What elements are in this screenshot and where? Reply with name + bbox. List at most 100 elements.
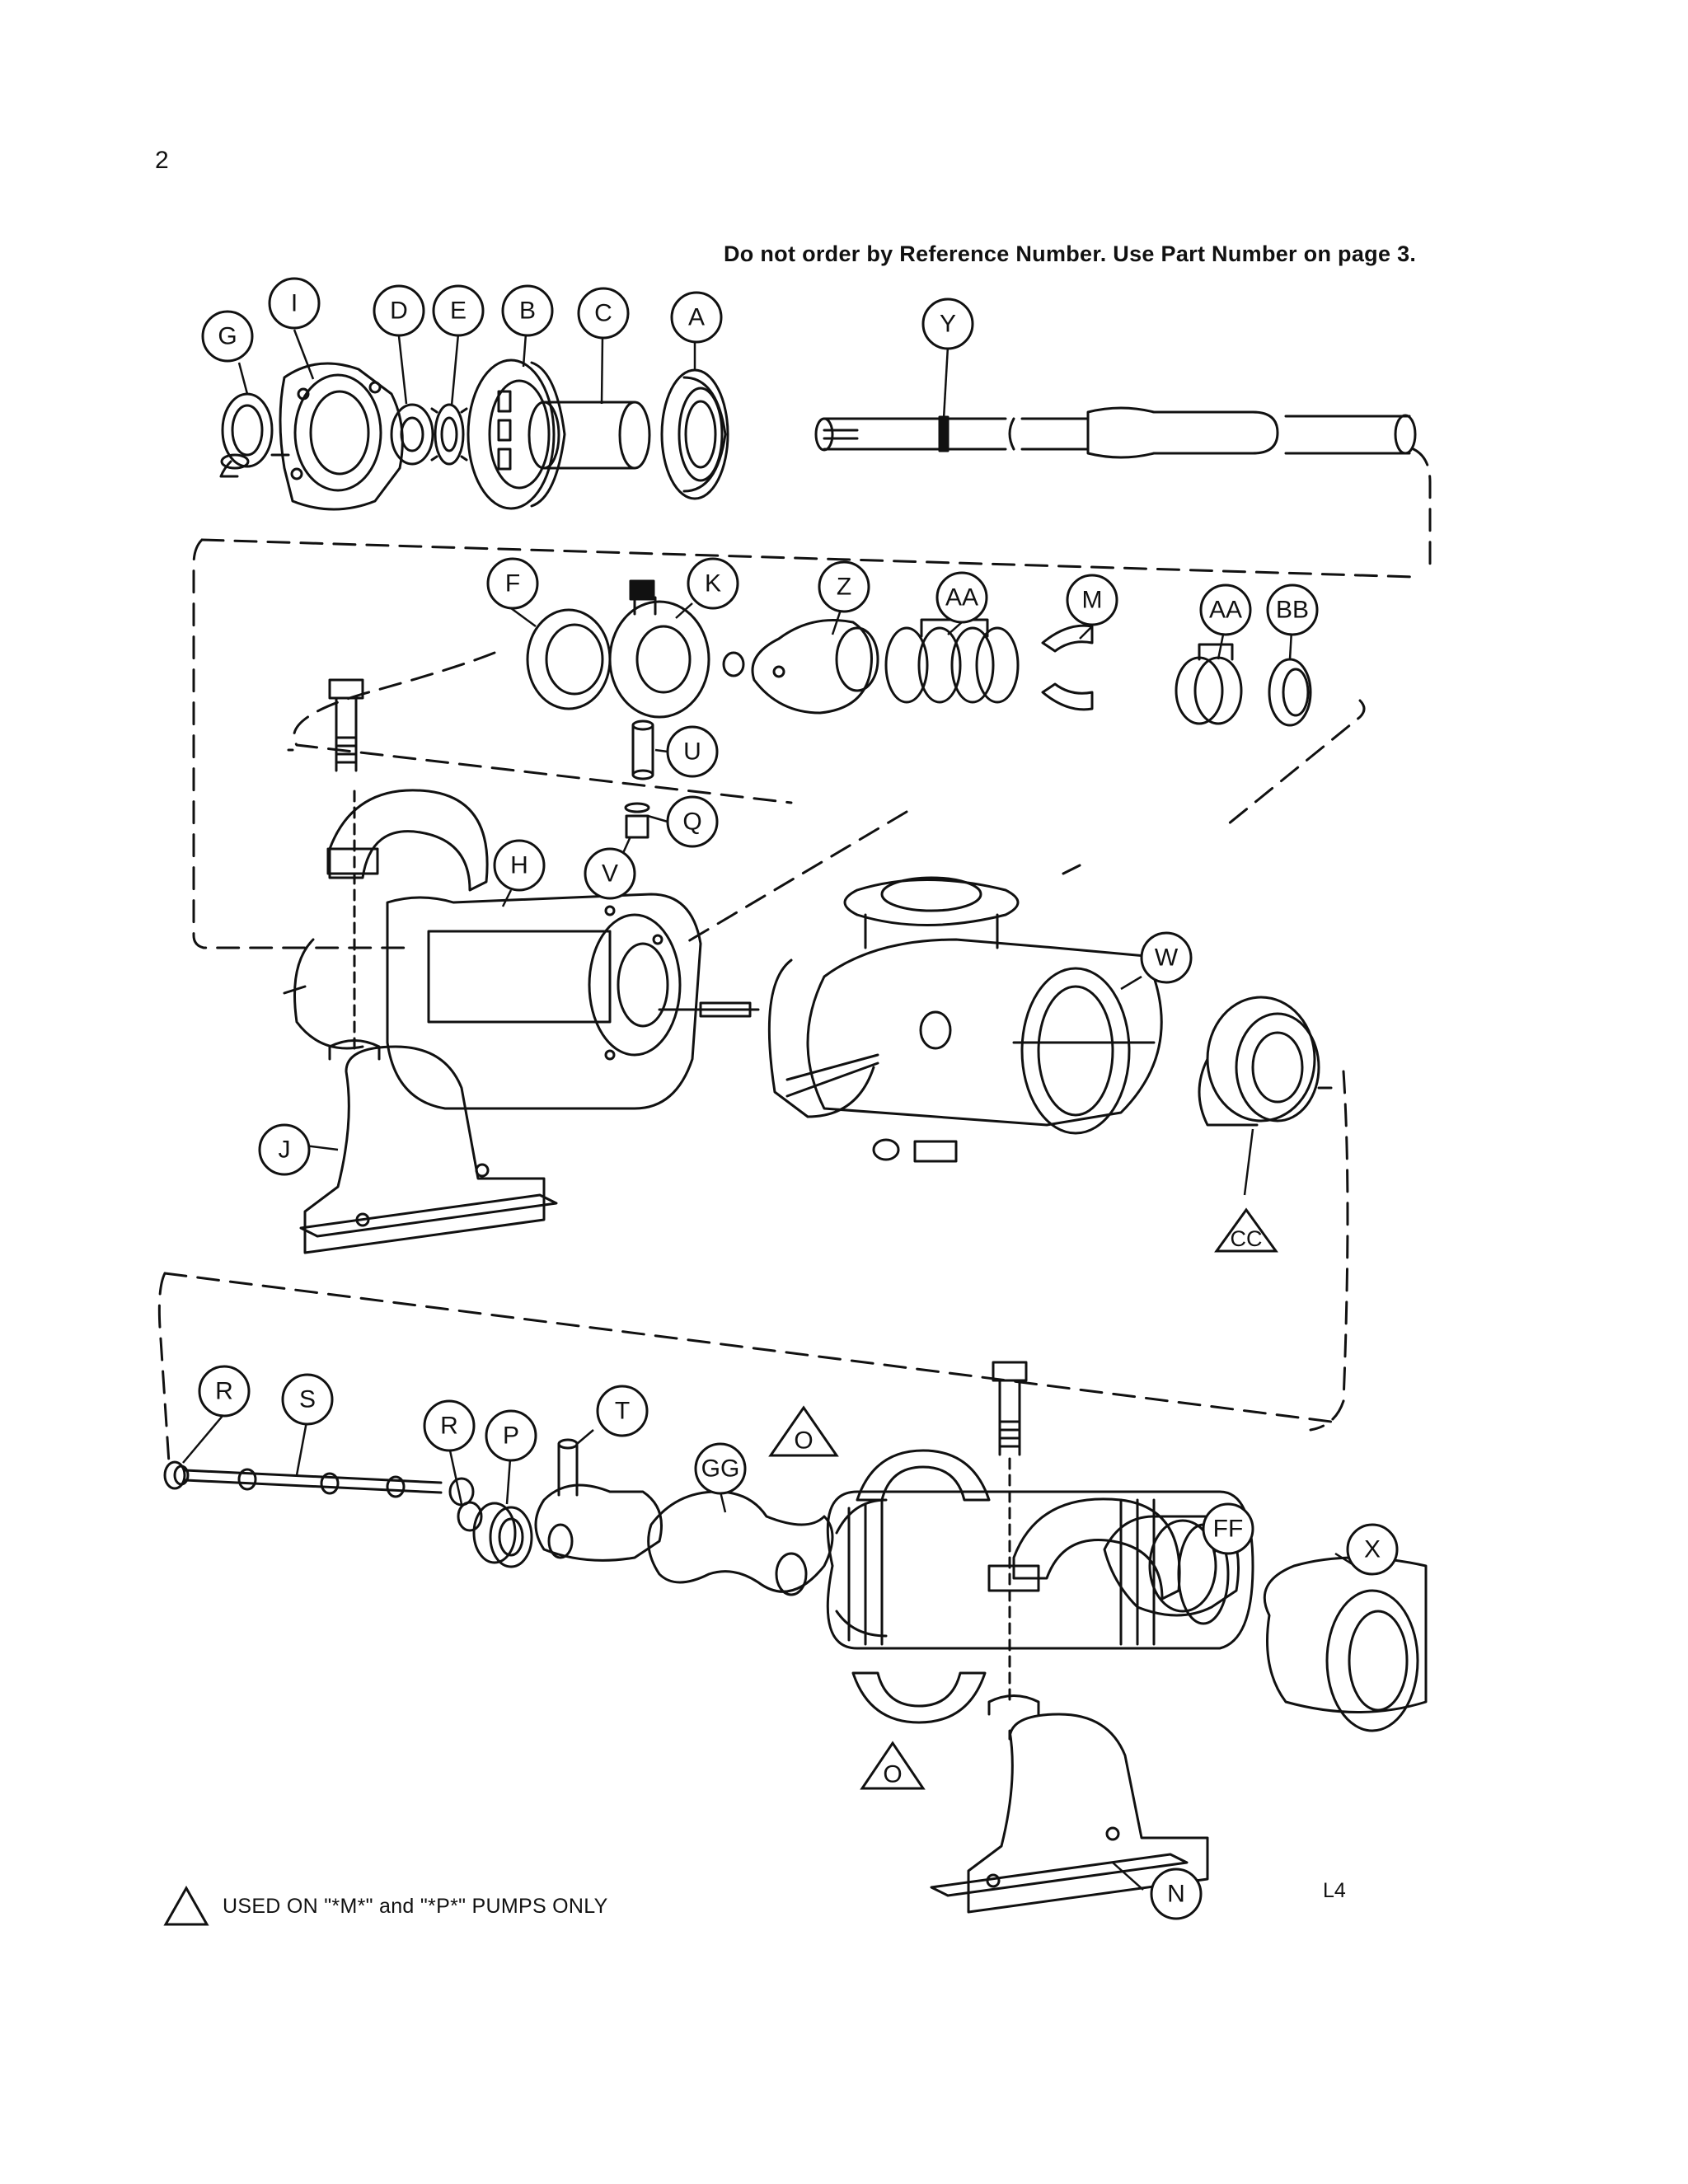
bearing-cover-i-part [270, 362, 404, 511]
svg-text:X: X [1364, 1536, 1381, 1563]
svg-text:FF: FF [1213, 1516, 1244, 1543]
bearing-pedestal-j-part [299, 790, 558, 1254]
callout-n: N [1150, 1868, 1203, 1920]
seal-g-part [219, 392, 274, 478]
footnote-text: USED ON "*M*" and "*P*" PUMPS ONLY [223, 1894, 608, 1918]
callout-e: E [432, 284, 485, 337]
drive-rod-s-part [184, 1468, 475, 1507]
triangle-callouts: CC O O [768, 1207, 1278, 1790]
callout-i: I [268, 277, 321, 330]
locknut-d-part [390, 403, 434, 466]
bearing-pedestal-n-part [930, 1694, 1209, 1914]
lantern-ring-m-part [1041, 624, 1094, 711]
collar-p-part [472, 1502, 533, 1568]
svg-text:C: C [594, 300, 612, 327]
callout-aa-2: AA [1199, 583, 1252, 636]
footnote: USED ON "*M*" and "*P*" PUMPS ONLY [163, 1886, 608, 1927]
order-note: Do not order by Reference Number. Use Pa… [724, 241, 1417, 266]
svg-text:T: T [615, 1398, 630, 1425]
clamp-top-o-part [856, 1449, 991, 1502]
triangle-callout-o-bottom: O [860, 1741, 926, 1790]
svg-text:BB: BB [1276, 597, 1309, 624]
svg-text:V: V [602, 860, 618, 888]
svg-text:R: R [215, 1378, 233, 1405]
callout-s: S [281, 1373, 334, 1426]
svg-text:A: A [688, 304, 705, 331]
callout-ff: FF [1202, 1502, 1254, 1555]
nut-r-part [163, 1460, 190, 1490]
collar-k-part [608, 579, 745, 719]
triangle-legend-icon [163, 1886, 209, 1926]
svg-text:GG: GG [701, 1455, 740, 1483]
svg-text:G: G [218, 323, 237, 350]
svg-text:R: R [440, 1413, 458, 1440]
callout-g: G [201, 310, 254, 363]
svg-text:J: J [279, 1137, 291, 1164]
packing-rings-aa2-part [1175, 643, 1243, 725]
bearing-frame-h-part [283, 893, 760, 1110]
plug-cc-part [1198, 996, 1333, 1127]
callout-z: Z [818, 560, 870, 613]
callout-gg: GG [694, 1442, 747, 1495]
rotor-gg-part [647, 1490, 834, 1596]
callout-x: X [1346, 1523, 1399, 1576]
callout-k: K [687, 557, 739, 610]
end-cap-x-part [1263, 1556, 1428, 1732]
callout-bb: BB [1266, 583, 1319, 636]
callout-q: Q [666, 795, 719, 848]
svg-text:H: H [510, 852, 528, 879]
svg-text:F: F [505, 570, 520, 598]
svg-text:N: N [1167, 1881, 1185, 1908]
callout-p: P [485, 1409, 537, 1462]
callout-a: A [670, 291, 723, 344]
discharge-part-ff [1103, 1515, 1240, 1617]
shaft-y-part [814, 406, 1417, 459]
callout-r-2: R [423, 1399, 476, 1452]
svg-text:Q: Q [682, 808, 701, 836]
triangle-callout-o-top: O [768, 1405, 839, 1457]
seal-f-part [526, 608, 612, 710]
callout-w: W [1140, 931, 1193, 984]
bolt-part-top [328, 678, 364, 772]
svg-text:O: O [794, 1427, 813, 1455]
lockwasher-e-part [430, 403, 468, 466]
triangle-callout-cc: CC [1214, 1207, 1278, 1253]
lower-guide-lines [157, 1070, 1349, 1465]
drawing-code: L4 [1323, 1879, 1346, 1902]
svg-text:AA: AA [1209, 597, 1242, 624]
bearing-a-part [660, 368, 729, 500]
callout-c: C [577, 287, 630, 340]
svg-text:D: D [390, 298, 408, 325]
svg-text:Z: Z [837, 574, 851, 601]
svg-text:B: B [519, 298, 536, 325]
ring-bb-part [1268, 658, 1312, 727]
callout-j: J [258, 1123, 311, 1176]
leader-lines [182, 329, 1369, 1891]
callout-y: Y [921, 298, 974, 350]
callout-f: F [486, 557, 539, 610]
callout-m: M [1066, 574, 1118, 626]
callout-r: R [198, 1365, 251, 1418]
svg-text:P: P [503, 1422, 519, 1450]
svg-text:S: S [299, 1386, 316, 1413]
pump-casing-w-part [767, 864, 1163, 1163]
coupling-part [534, 1483, 663, 1562]
svg-text:K: K [705, 570, 721, 598]
svg-text:AA: AA [945, 584, 978, 612]
callout-v: V [584, 847, 636, 900]
svg-text:I: I [291, 290, 298, 317]
sleeve-c-part [528, 401, 651, 470]
page-number: 2 [155, 147, 169, 174]
nut-q-v-part [624, 802, 650, 839]
bolt-part-bottom [992, 1361, 1028, 1708]
callout-t: T [596, 1385, 649, 1437]
callout-d: D [373, 284, 425, 337]
svg-text:CC: CC [1231, 1226, 1263, 1251]
callout-aa: AA [935, 571, 988, 624]
svg-text:U: U [683, 738, 701, 766]
callout-b: B [501, 284, 554, 337]
packing-rings-aa-part [884, 610, 1020, 704]
svg-text:Y: Y [940, 311, 956, 338]
svg-text:E: E [450, 298, 467, 325]
